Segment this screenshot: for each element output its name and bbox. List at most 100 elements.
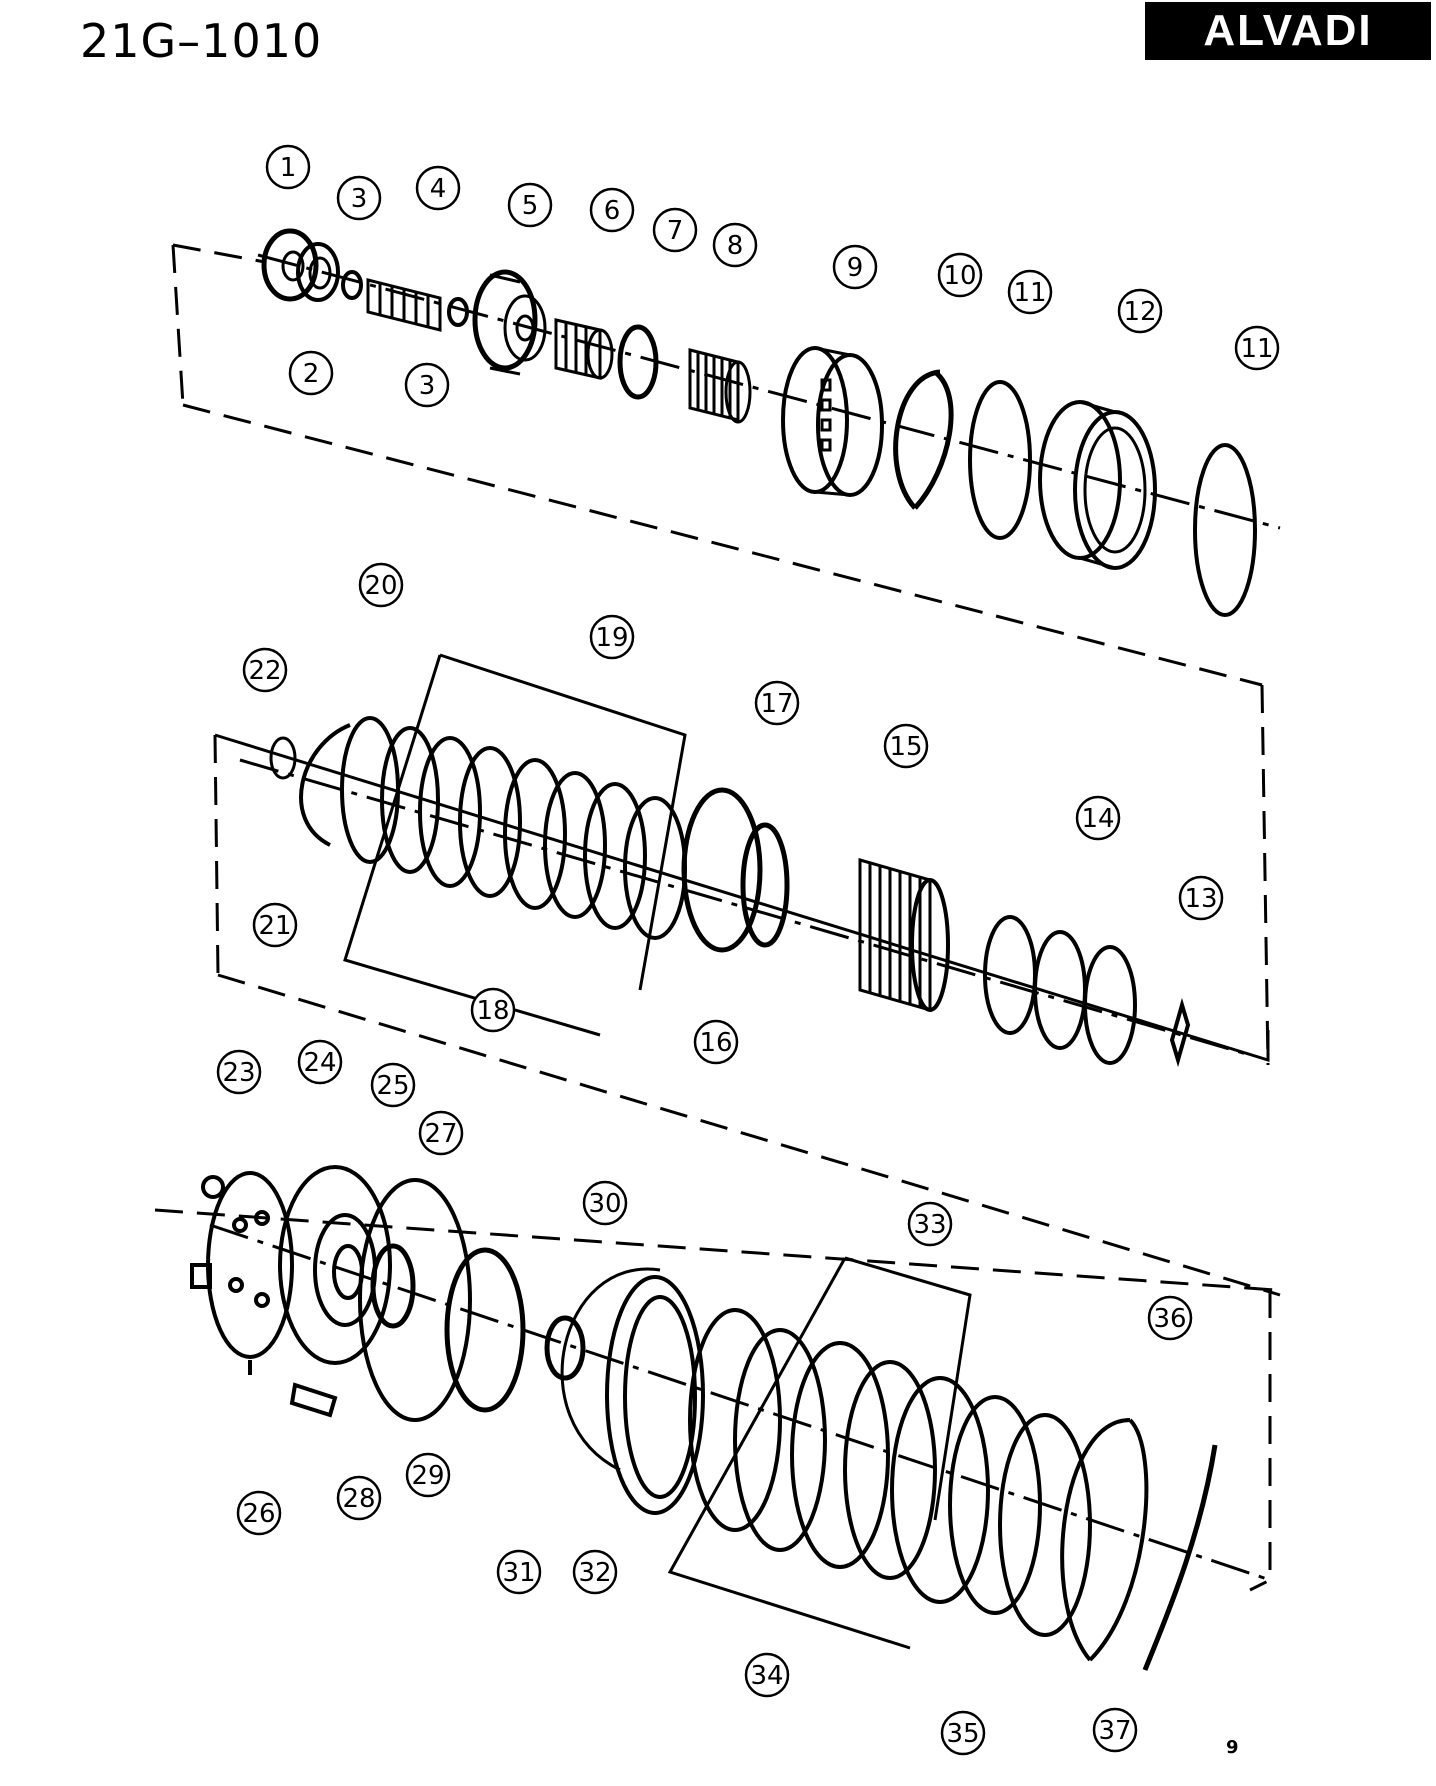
clutch-pack-brackets bbox=[343, 653, 687, 1037]
part-1-thrust-washer bbox=[261, 228, 319, 302]
callout-circle bbox=[693, 1019, 739, 1065]
part-26-bolt bbox=[248, 1360, 338, 1418]
callout-26: 26 bbox=[236, 1490, 282, 1536]
callout-18: 18 bbox=[470, 987, 516, 1033]
page-mark: 9 bbox=[1226, 1737, 1239, 1758]
part-23-bolt bbox=[201, 1175, 225, 1199]
callout-circle bbox=[572, 1549, 618, 1595]
callout-label: 11 bbox=[1240, 334, 1273, 364]
callout-label: 22 bbox=[248, 656, 281, 686]
callout-circle bbox=[470, 987, 516, 1033]
callout-label: 28 bbox=[342, 1484, 375, 1514]
callout-circle bbox=[1234, 325, 1280, 371]
assembly-3-axis bbox=[209, 1223, 1271, 1582]
callout-circle bbox=[1147, 1295, 1193, 1341]
callout-11: 11 bbox=[1234, 325, 1280, 371]
callout-label: 3 bbox=[419, 371, 436, 401]
callout-16: 16 bbox=[693, 1019, 739, 1065]
part-4-shaft bbox=[366, 278, 442, 332]
callout-25: 25 bbox=[370, 1062, 416, 1108]
callout-circle bbox=[297, 1039, 343, 1085]
callout-circle bbox=[336, 175, 382, 221]
callout-label: 19 bbox=[595, 623, 628, 653]
callout-circle bbox=[1178, 875, 1224, 921]
callout-28: 28 bbox=[336, 1475, 382, 1521]
callout-label: 4 bbox=[430, 174, 447, 204]
callout-label: 35 bbox=[946, 1719, 979, 1749]
part-30-ring bbox=[544, 1315, 586, 1381]
part-21-snap-ring bbox=[299, 723, 351, 847]
part-8-roller-cage bbox=[688, 348, 752, 424]
callout-circle bbox=[582, 1180, 628, 1226]
callout-label: 1 bbox=[280, 153, 297, 183]
callout-label: 26 bbox=[242, 1499, 275, 1529]
callout-label: 2 bbox=[303, 359, 320, 389]
callout-circle bbox=[589, 614, 635, 660]
callout-label: 23 bbox=[222, 1058, 255, 1088]
clutch-pack-2-plates bbox=[688, 1308, 1092, 1637]
callout-label: 15 bbox=[889, 732, 922, 762]
callout-label: 20 bbox=[364, 571, 397, 601]
callout-label: 6 bbox=[604, 196, 621, 226]
callout-circle bbox=[265, 144, 311, 190]
callout-circle bbox=[589, 187, 635, 233]
callout-13: 13 bbox=[1178, 875, 1224, 921]
callout-21: 21 bbox=[252, 902, 298, 948]
part-2-bearing bbox=[296, 242, 340, 302]
callout-circle bbox=[832, 244, 878, 290]
part-32-pressure-plate bbox=[605, 1275, 705, 1515]
part-10-snap-ring bbox=[893, 369, 954, 510]
callout-12: 12 bbox=[1117, 288, 1163, 334]
part-28-seal-ring bbox=[358, 1178, 472, 1422]
callout-circle bbox=[415, 165, 461, 211]
part-27-seal bbox=[370, 1243, 416, 1329]
callout-label: 10 bbox=[943, 261, 976, 291]
callout-circle bbox=[288, 350, 334, 396]
callout-1: 1 bbox=[265, 144, 311, 190]
callout-19: 19 bbox=[589, 614, 635, 660]
callout-label: 14 bbox=[1081, 804, 1114, 834]
callout-label: 16 bbox=[699, 1028, 732, 1058]
callout-circle bbox=[940, 1710, 986, 1756]
part-3-ring-a bbox=[341, 270, 363, 300]
callout-32: 32 bbox=[572, 1549, 618, 1595]
callout-label: 33 bbox=[913, 1210, 946, 1240]
callout-35: 35 bbox=[940, 1710, 986, 1756]
callout-label: 8 bbox=[727, 231, 744, 261]
callout-label: 31 bbox=[502, 1558, 535, 1588]
callout-circle bbox=[1117, 288, 1163, 334]
brand-logo: ALVADI bbox=[1145, 2, 1431, 60]
callout-3: 3 bbox=[404, 362, 450, 408]
part-15-roller-clutch bbox=[858, 858, 950, 1012]
callout-7: 7 bbox=[652, 207, 698, 253]
callout-36: 36 bbox=[1147, 1295, 1193, 1341]
callout-circle bbox=[405, 1452, 451, 1498]
callout-34: 34 bbox=[744, 1652, 790, 1698]
callout-circle bbox=[1007, 269, 1053, 315]
callout-circle bbox=[883, 723, 929, 769]
callout-24: 24 bbox=[297, 1039, 343, 1085]
callout-circle bbox=[507, 182, 553, 228]
callout-10: 10 bbox=[937, 252, 983, 298]
callout-22: 22 bbox=[242, 647, 288, 693]
callout-label: 34 bbox=[750, 1661, 783, 1691]
callout-9: 9 bbox=[832, 244, 878, 290]
callout-29: 29 bbox=[405, 1452, 451, 1498]
part-6-gear bbox=[554, 318, 614, 380]
assembly-3-top-dash bbox=[154, 1208, 1276, 1292]
callout-label: 30 bbox=[588, 1189, 621, 1219]
part-36-snap-ring bbox=[1060, 1418, 1149, 1662]
callout-30: 30 bbox=[582, 1180, 628, 1226]
callout-circle bbox=[1092, 1707, 1138, 1753]
assembly-1-axis bbox=[257, 253, 1281, 530]
callout-label: 9 bbox=[847, 253, 864, 283]
callout-circle bbox=[252, 902, 298, 948]
callout-circle bbox=[336, 1475, 382, 1521]
callout-circle bbox=[242, 647, 288, 693]
callout-11: 11 bbox=[1007, 269, 1053, 315]
part-16-snap-ring bbox=[740, 822, 790, 948]
callout-label: 13 bbox=[1184, 884, 1217, 914]
part-12-drum bbox=[1038, 400, 1157, 570]
callout-circle bbox=[652, 207, 698, 253]
